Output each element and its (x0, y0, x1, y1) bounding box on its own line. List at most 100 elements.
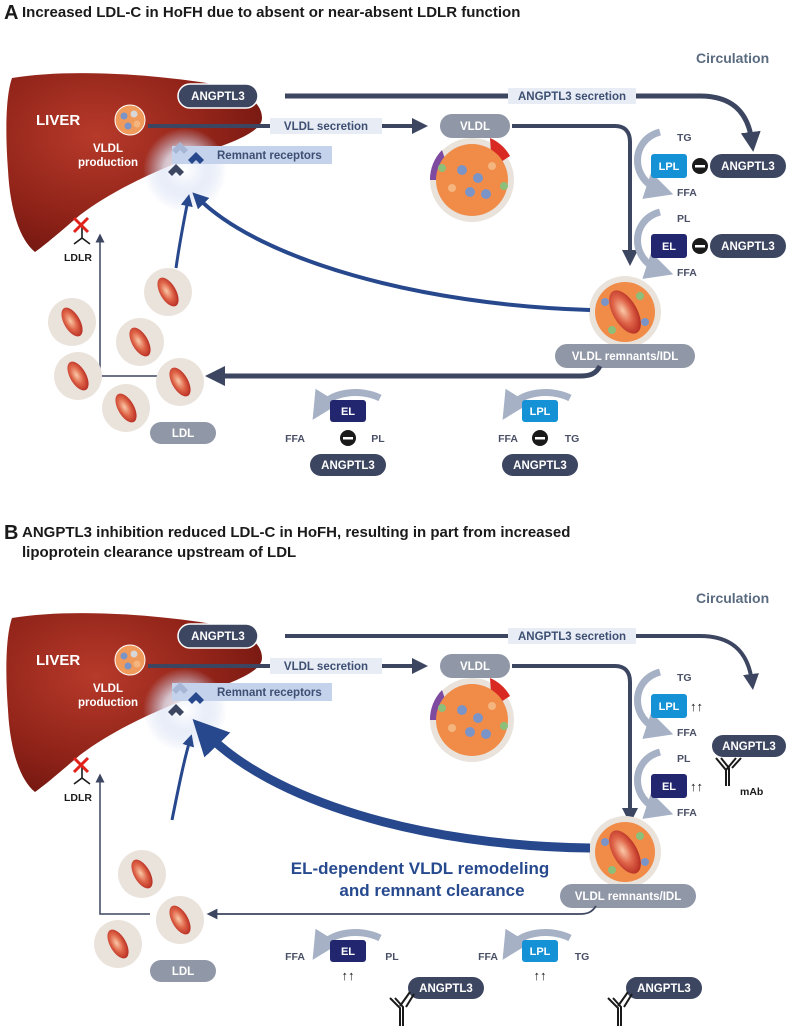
vldl-label-b: VLDL (460, 661, 490, 673)
ldl-particle-group-b (94, 850, 204, 968)
lpl-label-b: LPL (659, 701, 680, 713)
vldl-label-a: VLDL (460, 121, 490, 133)
lpl-conversion-arc-a (634, 128, 674, 199)
vldl-to-remnant-arrow-b (512, 664, 638, 824)
el-bottom-arc-b (312, 928, 382, 960)
ldl-uptake-arrow-a (174, 194, 193, 269)
angptl3-bottom-el-pill-b (408, 977, 484, 999)
ffa-bottom-label-b: FFA (285, 951, 305, 963)
angptl3-bottom-lpl-pill-a (502, 454, 578, 476)
ldl-to-ldlr-line-b (95, 773, 150, 915)
mab-bottom-el-icon-b (389, 991, 415, 1026)
ldl-particle (144, 268, 192, 316)
liver-label-a: LIVER (36, 112, 80, 129)
vldl-secretion-band-a (270, 118, 382, 134)
vldl-remnants-label-b: VLDL remnants/IDL (575, 891, 682, 903)
angptl3-secretion-arrow-a (285, 93, 761, 152)
angptl3-bottom-lpl-pill-b (626, 977, 702, 999)
angptl3-pill-lpl-a (710, 154, 786, 178)
mab-bottom-lpl-icon-b (607, 991, 633, 1026)
panel-b-title-line2: lipoprotein clearance upstream of LDL (22, 544, 296, 561)
panel-b-letter: B (4, 522, 18, 544)
tg-bottom-label-a: TG (565, 433, 580, 445)
panel-b-title-line1: ANGPTL3 inhibition reduced LDL-C in HoFH… (22, 524, 570, 541)
angptl3-secretion-label-b: ANGPTL3 secretion (518, 631, 626, 643)
pl-label-b: PL (677, 753, 691, 765)
tg-label-b: TG (677, 672, 692, 684)
lpl-bottom-increase-arrows-b: ↑↑ (534, 968, 547, 983)
liver-label-b: LIVER (36, 652, 80, 669)
ldl-label-a: LDL (172, 428, 194, 440)
vldl-secretion-label-b: VLDL secretion (284, 661, 368, 673)
angptl3-liver-label-a: ANGPTL3 (191, 91, 245, 103)
ldlr-label-b: LDLR (64, 792, 92, 804)
ffa-bottom2-label-b: FFA (478, 951, 498, 963)
angptl3-secretion-band-a (508, 88, 636, 104)
vldl-remnants-label-a: VLDL remnants/IDL (572, 351, 679, 363)
el-box-a (651, 234, 687, 258)
remnant-receptor-icon-b (168, 682, 204, 716)
ldl-pill-a (150, 422, 216, 444)
panel-a: A Increased LDL-C in HoFH due to absent … (4, 2, 786, 476)
pl-bottom-label-a: PL (371, 433, 385, 445)
angptl3-bottom-el-label-b: ANGPTL3 (419, 983, 473, 995)
angptl3-el-label-a: ANGPTL3 (721, 241, 775, 253)
lpl-bottom-box-b (522, 940, 558, 962)
vldl-remnants-pill-b (560, 884, 696, 908)
vldl-production-label2-b: production (78, 697, 138, 709)
el-bottom-box-a (330, 400, 366, 422)
vldl-to-remnant-arrow-a (512, 124, 638, 266)
liver-shape-b (6, 613, 262, 792)
tg-label-a: TG (677, 132, 692, 144)
lpl-bottom-box-a (522, 400, 558, 422)
vldl-pill-b (440, 654, 510, 678)
remnant-particle-a (589, 276, 661, 348)
remnant-receptor-band-b (172, 683, 332, 701)
angptl3-mab-label-b: ANGPTL3 (722, 741, 776, 753)
vldl-particle-liver-a (114, 104, 146, 136)
ldl-particle (118, 850, 166, 898)
el-bottom-label-b: EL (341, 946, 355, 958)
lpl-bottom-label-a: LPL (530, 406, 551, 418)
lpl-bottom-arc-b (502, 928, 572, 960)
remodeling-label-line1: EL-dependent VLDL remodeling (291, 859, 549, 878)
ldl-particle (102, 384, 150, 432)
angptl3-mab-pill-b (712, 735, 786, 757)
el-conversion-arc-b (634, 748, 674, 819)
angptl3-bottom-el-pill-a (310, 454, 386, 476)
ldl-particle (94, 920, 142, 968)
el-bottom-increase-arrows-b: ↑↑ (342, 968, 355, 983)
ldl-label-b: LDL (172, 966, 194, 978)
lpl-increase-arrows-b: ↑↑ (690, 699, 703, 714)
ffa-label2-a: FFA (677, 267, 697, 279)
panel-a-title: Increased LDL-C in HoFH due to absent or… (22, 4, 520, 21)
ldl-pill-b (150, 960, 216, 982)
remnant-to-ldl-arrow-b (206, 905, 597, 920)
pl-bottom-label-b: PL (385, 951, 399, 963)
vldl-production-label-a: VLDL (93, 143, 123, 155)
vldl-particle-b (429, 678, 514, 762)
pl-label-a: PL (677, 213, 691, 225)
el-increase-arrows-b: ↑↑ (690, 779, 703, 794)
ldlr-icon-a (72, 216, 91, 245)
angptl3-secretion-band-b (508, 628, 636, 644)
el-bottom-arc-a (312, 388, 382, 420)
ffa-bottom2-label-a: FFA (498, 433, 518, 445)
remnant-to-ldl-arrow-a (205, 364, 603, 386)
liver-shape-a (6, 73, 262, 252)
angptl3-bottom-el-label-a: ANGPTL3 (321, 460, 375, 472)
lpl-box-b (651, 694, 687, 718)
vldl-secretion-band-b (270, 658, 382, 674)
ffa-bottom-label-a: FFA (285, 433, 305, 445)
remodeling-label-line2: and remnant clearance (339, 881, 524, 900)
angptl3-pill-liver-b (177, 623, 259, 649)
el-bottom-box-b (330, 940, 366, 962)
vldl-production-label-b: VLDL (93, 683, 123, 695)
vldl-particle-liver-b (114, 644, 146, 676)
circulation-label-b: Circulation (696, 590, 769, 606)
circulation-label-a: Circulation (696, 50, 769, 66)
lpl-conversion-arc-b (634, 668, 674, 739)
ldl-particle (48, 298, 96, 346)
el-label-a: EL (662, 241, 676, 253)
